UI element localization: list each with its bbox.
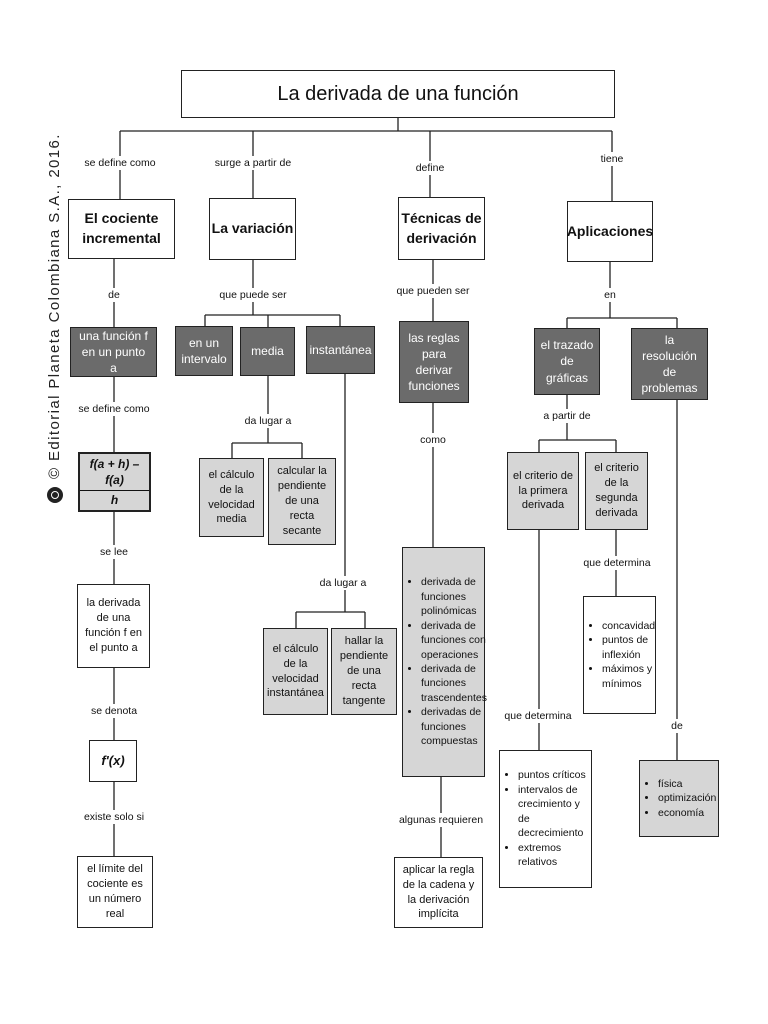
variacion-text: La variación — [211, 220, 294, 237]
box-reglas-derivar: las reglas para derivar funciones — [399, 321, 469, 403]
copyright-sidebar: © Editorial Planeta Colombiana S.A., 201… — [46, 133, 63, 503]
recta-tangente-text: hallar la pendiente de una recta tangent… — [339, 635, 389, 707]
box-trazado-graficas: el trazado de gráficas — [534, 328, 600, 395]
box-media: media — [240, 327, 295, 376]
difference-quotient: f(a + h) – f(a) h — [80, 456, 149, 508]
box-criterio-primera: el criterio de la primera derivada — [507, 452, 579, 530]
box-recta-secante: calcular la pendiente de una recta secan… — [268, 458, 336, 545]
link-de-problemas: de — [669, 719, 685, 733]
link-se-lee: se lee — [97, 545, 131, 559]
link-se-define-como-2: se define como — [76, 402, 152, 416]
link-que-pueden-ser: que pueden ser — [394, 284, 472, 298]
box-formula: f(a + h) – f(a) h — [78, 452, 151, 512]
concept-cociente-incremental: El cociente incremental — [68, 199, 175, 259]
link-define: define — [413, 161, 447, 175]
link-se-denota: se denota — [88, 704, 140, 718]
segunda-derivada-list: concavidad puntos de inflexión máximos y… — [586, 619, 655, 691]
tecnicas-text: Técnicas de derivación — [401, 209, 482, 246]
list-item: puntos de inflexión — [602, 633, 655, 662]
derivada-definicion-text: la derivada de una función f en el punto… — [85, 597, 142, 654]
box-problemas-list: física optimización economía — [639, 760, 719, 837]
limite-text: el límite del cociente es un número real — [87, 863, 143, 920]
link-tiene: tiene — [598, 152, 626, 166]
concept-line-1: El cociente — [84, 210, 159, 227]
box-resolucion-problemas: la resolución de problemas — [631, 328, 708, 400]
box-recta-tangente: hallar la pendiente de una recta tangent… — [331, 628, 397, 715]
box-derivada-definicion: la derivada de una función f en el punto… — [77, 584, 150, 668]
list-item: física — [658, 777, 716, 791]
link-da-lugar-a-2: da lugar a — [317, 576, 369, 590]
concept-line-2: incremental — [82, 230, 161, 246]
concept-aplicaciones: Aplicaciones — [567, 201, 653, 262]
list-item: derivada de funciones polinómicas — [421, 575, 487, 618]
formula-numerator: f(a + h) – f(a) — [80, 456, 149, 491]
velocidad-media-text: el cálculo de la velocidad media — [208, 468, 255, 526]
box-derivation-rules-list: derivada de funciones polinómicas deriva… — [402, 547, 487, 777]
link-que-puede-ser: que puede ser — [217, 288, 289, 302]
link-algunas-requieren: algunas requieren — [396, 813, 486, 827]
list-item: extremos relativos — [518, 841, 589, 870]
link-que-determina-1: que determina — [502, 709, 574, 723]
link-se-define-como: se define como — [82, 156, 158, 170]
derivation-rules-list: derivada de funciones polinómicas deriva… — [405, 575, 487, 749]
copyright-text: © Editorial Planeta Colombiana S.A., 201… — [46, 133, 63, 479]
criterio-segunda-text: el criterio de la segunda derivada — [594, 462, 639, 519]
criterio-primera-text: el criterio de la primera derivada — [513, 469, 573, 512]
link-surge-a-partir-de: surge a partir de — [212, 156, 294, 170]
reglas-text: las reglas para derivar funciones — [408, 330, 460, 394]
list-item: puntos críticos — [518, 768, 589, 782]
box-criterio-segunda: el criterio de la segunda derivada — [585, 452, 648, 530]
publisher-logo-icon — [46, 487, 63, 503]
intervalo-text: en un intervalo — [181, 335, 227, 366]
box-limite: el límite del cociente es un número real — [77, 856, 153, 928]
link-como: como — [418, 433, 448, 447]
formula-denominator: h — [110, 492, 119, 507]
concept-tecnicas-derivacion: Técnicas de derivación — [398, 197, 485, 260]
box-en-un-intervalo: en un intervalo — [175, 326, 233, 376]
list-item: optimización — [658, 791, 716, 805]
title-text: La derivada de una función — [277, 82, 519, 105]
instantanea-text: instantánea — [309, 342, 372, 357]
list-item: economía — [658, 806, 716, 820]
box-funcion-punto: una función f en un punto a — [70, 327, 157, 377]
regla-cadena-text: aplicar la regla de la cadena y la deriv… — [402, 863, 475, 921]
velocidad-instantanea-text: el cálculo de la velocidad instantánea — [267, 642, 324, 700]
box-puntos-criticos-list: puntos críticos intervalos de crecimient… — [499, 750, 592, 888]
box-regla-cadena: aplicar la regla de la cadena y la deriv… — [394, 857, 483, 928]
list-item: derivadas de funciones compuestas — [421, 705, 487, 748]
link-da-lugar-a: da lugar a — [242, 414, 294, 428]
notation-text: f'(x) — [101, 753, 125, 769]
concept-variacion: La variación — [209, 198, 296, 260]
link-en: en — [602, 288, 618, 302]
box-instantanea: instantánea — [306, 326, 375, 374]
funcion-punto-text: una función f en un punto a — [79, 328, 148, 376]
box-velocidad-instantanea: el cálculo de la velocidad instantánea — [263, 628, 328, 715]
link-a-partir-de: a partir de — [541, 409, 593, 423]
list-item: intervalos de crecimiento y de decrecimi… — [518, 783, 589, 841]
diagram-title: La derivada de una función — [181, 70, 615, 118]
list-item: derivada de funciones con operaciones — [421, 619, 487, 662]
link-existe-solo-si: existe solo si — [81, 810, 147, 824]
media-text: media — [251, 344, 284, 359]
trazado-text: el trazado de gráficas — [540, 338, 594, 385]
box-concavidad-list: concavidad puntos de inflexión máximos y… — [583, 596, 656, 714]
link-de: de — [106, 288, 122, 302]
primera-derivada-list: puntos críticos intervalos de crecimient… — [502, 768, 589, 869]
link-que-determina-2: que determina — [581, 556, 653, 570]
recta-secante-text: calcular la pendiente de una recta secan… — [277, 465, 327, 537]
box-notation: f'(x) — [89, 740, 137, 782]
resolucion-text: la resolución de problemas — [641, 332, 698, 396]
list-item: derivada de funciones trascendentes — [421, 662, 487, 705]
box-velocidad-media: el cálculo de la velocidad media — [199, 458, 264, 537]
list-item: concavidad — [602, 619, 655, 633]
problemas-list: física optimización economía — [642, 777, 716, 820]
aplicaciones-text: Aplicaciones — [566, 222, 654, 239]
list-item: máximos y mínimos — [602, 662, 655, 691]
